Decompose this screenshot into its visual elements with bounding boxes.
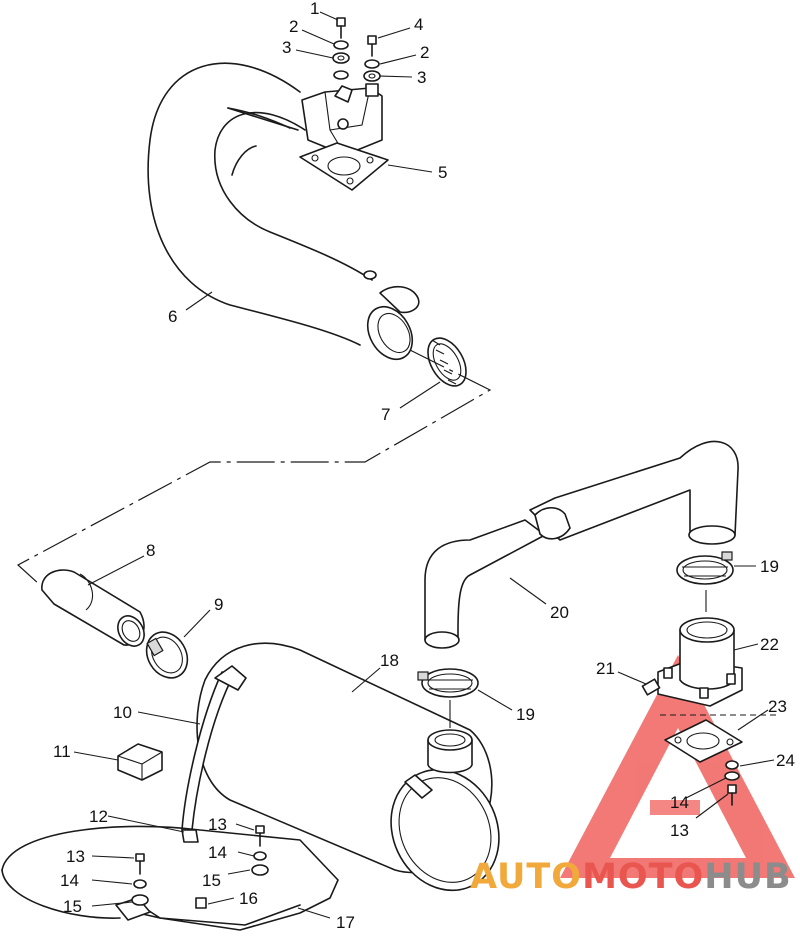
nut-16 [195,897,207,909]
callout-labels: 1 2 3 4 2 3 5 6 7 8 9 10 11 12 13 14 15 … [53,0,795,932]
callout-20: 20 [550,603,569,622]
watermark-moto: MOTO [582,857,704,897]
bracket-17 [1,825,339,931]
callout-13a: 13 [66,847,85,866]
callout-5: 5 [438,163,447,182]
callout-13b: 13 [208,815,227,834]
clamp-19-upper [676,551,734,585]
callout-17: 17 [336,913,355,932]
clamp-7 [427,337,467,387]
plug-21 [641,678,661,696]
callout-2b: 2 [420,43,429,62]
callout-7: 7 [381,405,390,424]
clamp-19-lower [417,668,479,698]
callout-6: 6 [168,307,177,326]
callout-14a: 14 [60,871,79,890]
callout-14c: 14 [670,793,689,812]
callout-19a: 19 [760,557,779,576]
callout-21: 21 [596,659,615,678]
watermark-logo-triangle [560,655,795,878]
stinger-pipe-8 [41,569,145,647]
callout-18: 18 [380,651,399,670]
callout-10: 10 [113,703,132,722]
callout-8: 8 [146,541,155,560]
callout-15a: 15 [63,897,82,916]
muffler-18 [196,642,500,892]
svg-text:AUTOMOTOHUB: AUTOMOTOHUB [470,857,792,897]
callout-15b: 15 [202,871,221,890]
fastener-stack-bottom-mid [251,825,269,876]
fastener-stack-bottom-left [131,853,149,906]
watermark-hub: HUB [704,857,791,897]
callout-22: 22 [760,635,779,654]
gasket-23 [664,719,743,763]
callout-12: 12 [89,807,108,826]
callout-23: 23 [768,697,787,716]
clamp-9 [145,631,189,679]
gasket-5 [299,142,389,191]
callout-3a: 3 [282,38,291,57]
watermark-logo-text: AUTOMOTOHUB [470,857,792,897]
callout-3b: 3 [417,68,426,87]
callout-9: 9 [214,595,223,614]
fastener-stack-right [363,35,381,82]
callout-4: 4 [414,15,423,34]
pad-11 [117,743,163,781]
callout-11: 11 [53,742,71,761]
callout-13c: 13 [670,821,689,840]
fastener-stack-right-bottom [724,760,740,806]
exhaust-pipe-6 [147,62,420,361]
callout-16: 16 [239,889,258,908]
routing-line-7-8 [16,349,492,586]
callout-14b: 14 [208,843,227,862]
leader-lines [73,11,775,919]
tailpipe-20 [424,440,739,649]
manifold-flange [301,83,383,156]
callout-19b: 19 [516,705,535,724]
fastener-stack-left [332,17,350,80]
callout-2a: 2 [289,17,298,36]
outlet-22 [657,617,743,707]
callout-1: 1 [310,0,319,18]
strap-10 [181,665,247,843]
callout-24: 24 [776,751,795,770]
watermark-auto: AUTO [470,857,582,897]
